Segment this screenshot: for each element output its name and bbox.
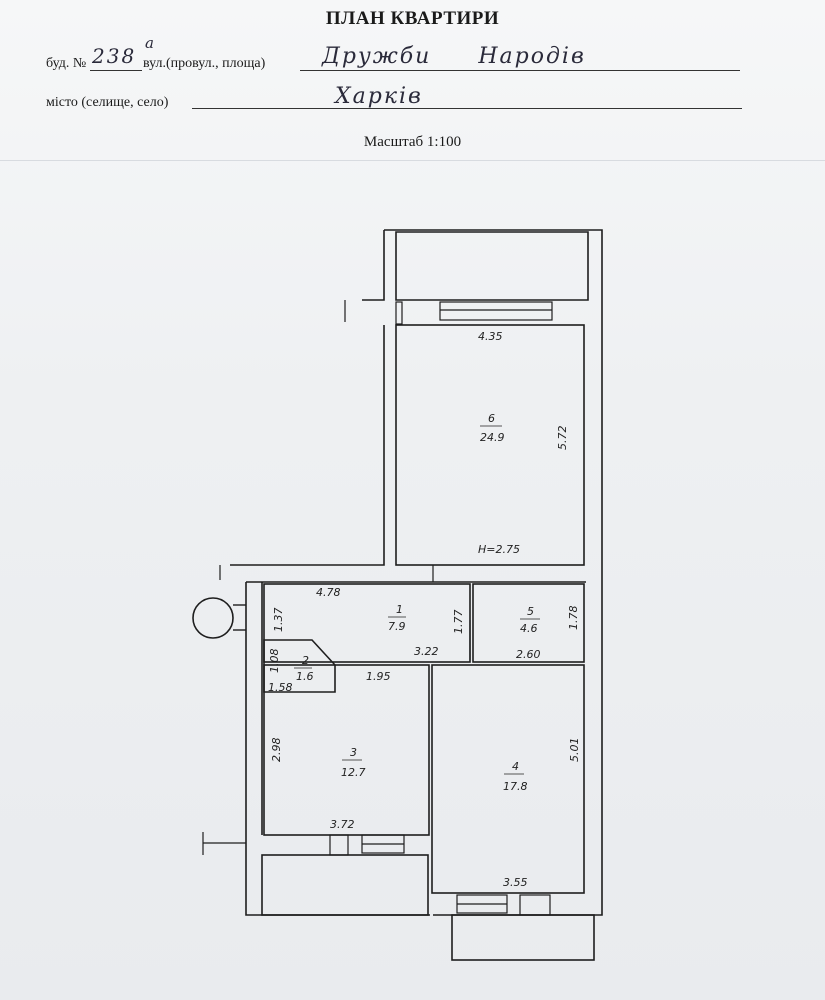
building-underline bbox=[90, 70, 142, 71]
dim-355: 3.55 bbox=[503, 876, 528, 889]
room-2-area: 1.6 bbox=[296, 670, 314, 683]
room-2-number: 2 bbox=[302, 654, 309, 667]
building-number: 238 bbox=[92, 44, 137, 68]
room-4-area: 17.8 bbox=[503, 780, 528, 793]
street-value: Дружби Народів bbox=[322, 44, 586, 69]
room-1-area: 7.9 bbox=[388, 620, 406, 633]
dim-260: 2.60 bbox=[516, 648, 541, 661]
dim-572: 5.72 bbox=[556, 426, 569, 451]
building-suffix: а bbox=[145, 34, 156, 52]
ceiling-height: H=2.75 bbox=[478, 543, 520, 556]
page-fold bbox=[0, 160, 825, 161]
street-underline bbox=[300, 70, 740, 71]
city-value: Харків bbox=[335, 84, 423, 109]
document-title: ПЛАН КВАРТИРИ bbox=[325, 8, 500, 29]
room-4-number: 4 bbox=[512, 760, 519, 773]
dim-501: 5.01 bbox=[568, 738, 581, 763]
dim-322: 3.22 bbox=[414, 645, 439, 658]
dim-137: 1.37 bbox=[272, 608, 285, 633]
dim-478: 4.78 bbox=[316, 586, 341, 599]
street-label: вул.(провул., площа) bbox=[143, 56, 266, 71]
scale-note: Масштаб 1:100 bbox=[363, 134, 462, 150]
room-6-number: 6 bbox=[488, 412, 495, 425]
dim-178: 1.78 bbox=[567, 606, 580, 631]
room-3-area: 12.7 bbox=[341, 766, 366, 779]
address-line: буд. № bbox=[46, 56, 86, 72]
riser-circle bbox=[192, 597, 234, 639]
dim-195: 1.95 bbox=[366, 670, 391, 683]
room-1-number: 1 bbox=[396, 603, 403, 616]
room-3-number: 3 bbox=[350, 746, 357, 759]
dim-435: 4.35 bbox=[478, 330, 503, 343]
city-underline bbox=[192, 108, 742, 109]
dim-177: 1.77 bbox=[452, 610, 465, 635]
dim-372: 3.72 bbox=[330, 818, 355, 831]
building-label: буд. № bbox=[46, 56, 87, 71]
room-5-number: 5 bbox=[527, 605, 534, 618]
dim-298: 2.98 bbox=[270, 738, 283, 763]
room-5-area: 4.6 bbox=[520, 622, 538, 635]
city-label: місто (селище, село) bbox=[46, 95, 169, 110]
dim-108: 1.08 bbox=[268, 649, 281, 674]
room-6-area: 24.9 bbox=[480, 431, 505, 444]
dim-158: 1.58 bbox=[268, 681, 293, 694]
